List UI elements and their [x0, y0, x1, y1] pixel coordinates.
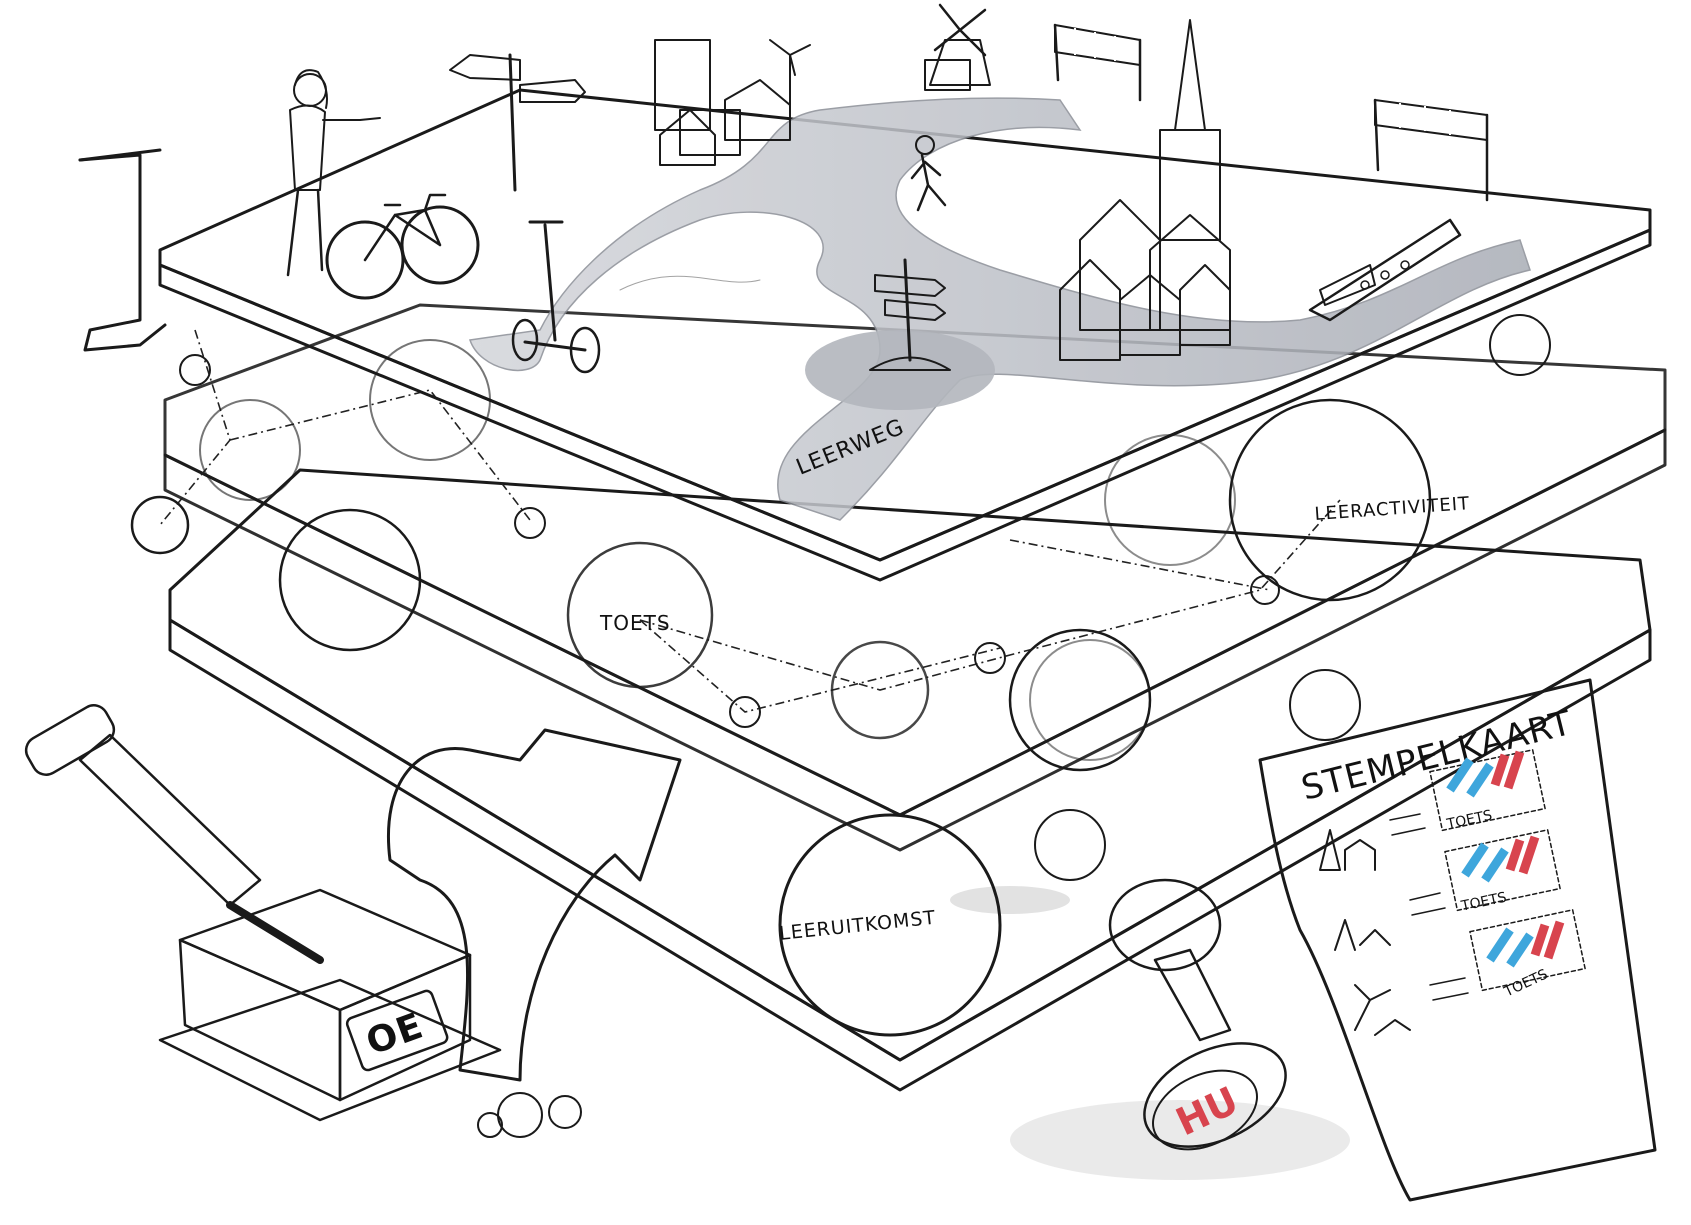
left-flow-arrow: [80, 150, 165, 350]
card-toets-3: TOETS: [1501, 966, 1550, 1000]
hammer: [21, 700, 320, 960]
windmill: [925, 5, 990, 90]
bottom-plate: [170, 470, 1650, 1180]
label-leeractiviteit: LEERACTIVITEIT: [1314, 493, 1471, 525]
finish-flag-red: [1055, 25, 1140, 100]
label-leeruitkomst: LEERUITKOMST: [778, 907, 937, 945]
upward-arrow: [388, 730, 680, 1080]
card-stamp-row-3: TOETS: [1470, 910, 1585, 1001]
card-title: STEMPELKAART: [1298, 703, 1577, 809]
sphere-leeractiviteit: LEERACTIVITEIT: [1314, 493, 1471, 525]
card-stamp-row-2: TOETS: [1445, 830, 1560, 915]
sphere-leeruitkomst: LEERUITKOMST: [778, 815, 1000, 1035]
signpost-left: [450, 55, 585, 190]
card-toets-2: TOETS: [1459, 889, 1508, 914]
card-sketches: [1320, 814, 1468, 1035]
card-toets-1: TOETS: [1445, 807, 1494, 832]
label-toets: TOETS: [599, 611, 671, 635]
pebbles: [478, 1093, 581, 1137]
finish-flag-blue: [1375, 100, 1487, 200]
sphere-toets: TOETS: [599, 611, 671, 635]
bicycle: [327, 195, 478, 298]
top-plate: LEERWEG: [160, 5, 1650, 580]
oe-block: OE: [160, 890, 500, 1120]
